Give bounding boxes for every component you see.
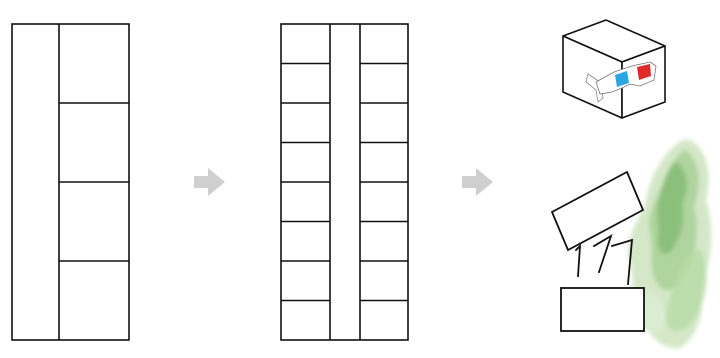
arrow-right-icon [462, 168, 493, 196]
stage-1-panel [11, 23, 130, 341]
cube-with-3d-glasses-icon [562, 19, 666, 119]
arrow-right-icon [194, 168, 225, 196]
box-fragments-icon [574, 234, 634, 285]
stage-2-row-lines [281, 62, 408, 302]
open-box-icon [560, 287, 645, 332]
3d-glasses-icon [585, 61, 657, 103]
green-watercolor-splash [627, 139, 712, 349]
stage-2-panel [280, 23, 409, 341]
tilted-box-icon [550, 170, 645, 252]
